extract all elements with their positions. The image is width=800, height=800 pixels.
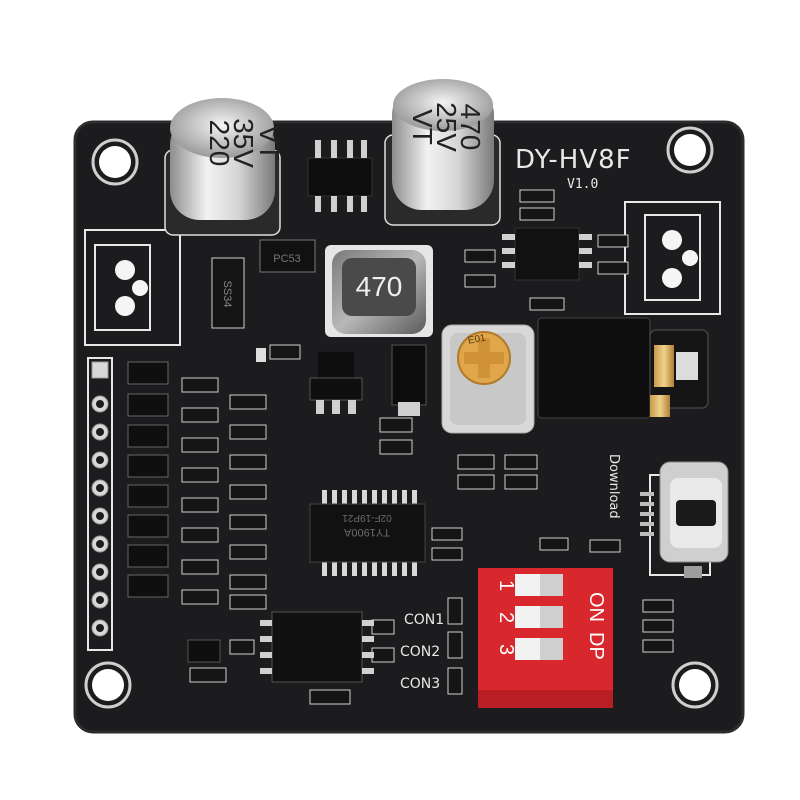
soic-chip-right [502,227,592,281]
pin-header [87,357,113,651]
voltage-regulator [309,352,363,414]
con3-label: CON3 [400,676,440,692]
capacitor-1-series: VT [254,125,285,161]
mounting-hole-top-right [666,126,714,174]
main-ic: TY1900A 02F-19P21 [309,490,426,576]
trim-pot-marking: E01 [467,333,487,347]
status-led [256,348,266,362]
con2-label: CON2 [400,644,440,660]
mounting-hole-bottom-left [84,661,132,709]
download-label: Download [606,454,621,519]
mounting-hole-top-left [91,138,139,186]
capacitor-1-voltage: 35V [228,118,259,168]
capacitor-220uf: 220 35V VT [164,98,285,236]
con1-label: CON1 [404,612,444,628]
capacitor-2-voltage: 25V [431,102,462,152]
sot-diode-marking: PC53 [273,253,301,265]
board-version-label: V1.0 [567,177,598,192]
dip-switch-pos-2: 2 [495,612,517,623]
capacitor-2-series: VT [407,109,438,145]
diode-ss34: SS34 [211,257,245,329]
sot-diode: PC53 [259,239,316,273]
capacitor-1-value: 220 [204,120,235,167]
main-ic-marking: TY1900A [343,526,390,538]
mosfet [391,344,427,416]
dip-switch-dp-label: DP [585,632,607,660]
diode-marking: SS34 [221,281,233,308]
soic-chip-top [307,140,373,212]
smd-resistors [181,189,674,705]
dip-switch-pos-3: 3 [495,644,517,655]
flash-chip [260,611,374,683]
capacitor-2-value: 470 [455,104,486,151]
transistor [187,639,221,663]
dip-switch-pos-1: 1 [495,580,517,591]
inductor-470: 470 [325,245,433,337]
diode-array [127,361,169,598]
screw-terminal-right [624,201,721,315]
mounting-hole-bottom-right [671,661,719,709]
dip-switch[interactable]: ON DP 1 2 3 [478,568,613,708]
trim-potentiometer[interactable]: E01 [441,324,535,434]
audio-jack [537,317,709,419]
main-ic-code: 02F-19P21 [342,512,392,523]
screw-terminal-left [84,229,181,346]
board-model-label: DY-HV8F [515,145,632,175]
dip-switch-on-label: ON [585,592,607,622]
capacitor-470uf: 470 25V VT [384,79,501,226]
micro-usb-port[interactable] [640,461,729,578]
inductor-value: 470 [356,271,403,302]
